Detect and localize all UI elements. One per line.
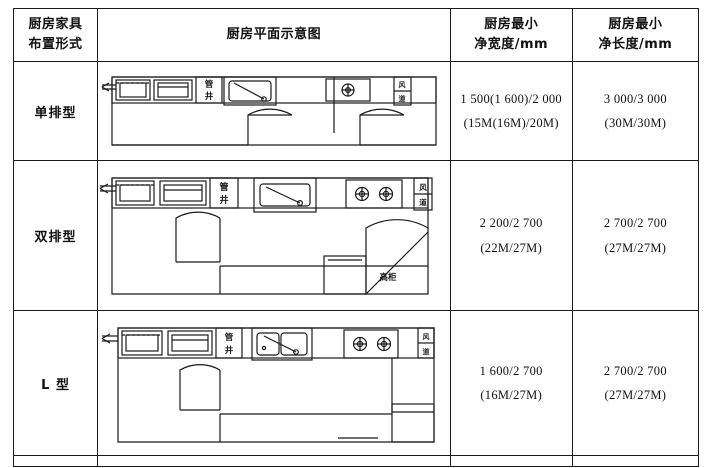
pipe-shaft-label-char1: 管 — [205, 79, 214, 90]
pipe-shaft-label-char2: 井 — [220, 194, 229, 206]
cell-min-net-width-partial — [449, 455, 573, 467]
air-duct-label-char2: 道 — [423, 347, 430, 356]
module-line: (16M/27M) — [480, 388, 543, 402]
pipe-shaft-label-char2: 井 — [225, 345, 234, 356]
module-line: (22M/27M) — [480, 240, 543, 255]
cell-min-net-length-partial — [571, 455, 700, 467]
table-body: 单排型 — [12, 61, 700, 467]
value-line: 2 700/2 700 — [603, 363, 667, 378]
cell-min-net-width: 2 200/2 700 (22M/27M) — [449, 160, 573, 311]
value-line: 2 700/2 700 — [603, 216, 667, 231]
header-line-1: 厨房最小 — [484, 16, 539, 32]
column-header-furniture-layout-type: 厨房家具 布置形式 — [12, 8, 99, 62]
column-header-min-net-width: 厨房最小 净宽度/mm — [449, 8, 573, 62]
table-row: 单排型 — [12, 61, 700, 161]
column-header-kitchen-plan-diagram: 厨房平面示意图 — [97, 8, 451, 62]
kitchen-layout-spec-table: 厨房家具 布置形式 厨房平面示意图 厨房最小 净宽度/mm 厨房最小 净长度/m… — [12, 8, 700, 467]
header-row: 厨房家具 布置形式 厨房平面示意图 厨房最小 净宽度/mm 厨房最小 净长度/m… — [12, 8, 700, 62]
air-duct-label-char1: 风 — [423, 332, 430, 341]
double-row-kitchen-plan: 管 井 风 道 高柜 — [98, 162, 450, 310]
cell-type-partial — [12, 455, 99, 467]
cell-min-net-length: 2 700/2 700 (27M/27M) — [571, 310, 700, 456]
diagram-cell-single-row: 管 井 风 道 — [97, 61, 451, 161]
pipe-shaft-label-char1: 管 — [220, 181, 229, 193]
tall-cabinet-label: 高柜 — [380, 272, 398, 283]
air-duct-label-char1: 风 — [419, 183, 427, 192]
value-line: 1 500(1 600)/2 000 — [460, 91, 562, 106]
diagram-cell-double-row: 管 井 风 道 高柜 — [97, 160, 451, 311]
column-header-min-net-length: 厨房最小 净长度/mm — [571, 8, 700, 62]
air-duct-label-char1: 风 — [399, 80, 406, 89]
row-label-double-row: 双排型 — [12, 160, 99, 311]
air-duct-label-char2: 道 — [399, 94, 406, 103]
cell-min-net-width: 1 600/2 700 (16M/27M) — [449, 310, 573, 456]
header-line-1: 厨房家具 — [28, 16, 83, 32]
value-line: 3 000/3 000 — [603, 91, 667, 106]
l-shaped-kitchen-plan: 管 井 风 道 — [98, 312, 450, 455]
header-line-2: 布置形式 — [28, 37, 83, 52]
cell-min-net-length: 2 700/2 700 (27M/27M) — [571, 160, 700, 311]
value-line: 2 200/2 700 — [479, 216, 543, 231]
header-line-1: 厨房最小 — [608, 16, 663, 32]
header-line-2: 净宽度/mm — [474, 37, 549, 52]
module-line: (15M(16M)/20M) — [463, 116, 559, 130]
table-row-partial — [12, 455, 700, 467]
module-line: (30M/30M) — [604, 116, 667, 130]
value-line: 1 600/2 700 — [479, 363, 543, 378]
cell-min-net-length: 3 000/3 000 (30M/30M) — [571, 61, 700, 161]
diagram-cell-l-shaped: 管 井 风 道 — [97, 310, 451, 456]
row-label-l-shaped: L 型 — [12, 310, 99, 456]
header-line-2: 净长度/mm — [598, 37, 673, 52]
single-row-kitchen-plan: 管 井 风 道 — [98, 63, 450, 160]
cell-diagram-partial — [97, 455, 451, 467]
table-header: 厨房家具 布置形式 厨房平面示意图 厨房最小 净宽度/mm 厨房最小 净长度/m… — [12, 8, 700, 62]
module-line: (27M/27M) — [604, 388, 667, 402]
module-line: (27M/27M) — [604, 240, 667, 255]
cell-min-net-width: 1 500(1 600)/2 000 (15M(16M)/20M) — [449, 61, 573, 161]
pipe-shaft-label-char1: 管 — [225, 332, 234, 343]
air-duct-label-char2: 道 — [419, 197, 427, 207]
table-row: L 型 — [12, 310, 700, 456]
row-label-single-row: 单排型 — [12, 61, 99, 161]
pipe-shaft-label-char2: 井 — [205, 91, 214, 102]
header-line-1: 厨房平面示意图 — [226, 26, 322, 42]
table-row: 双排型 — [12, 160, 700, 311]
